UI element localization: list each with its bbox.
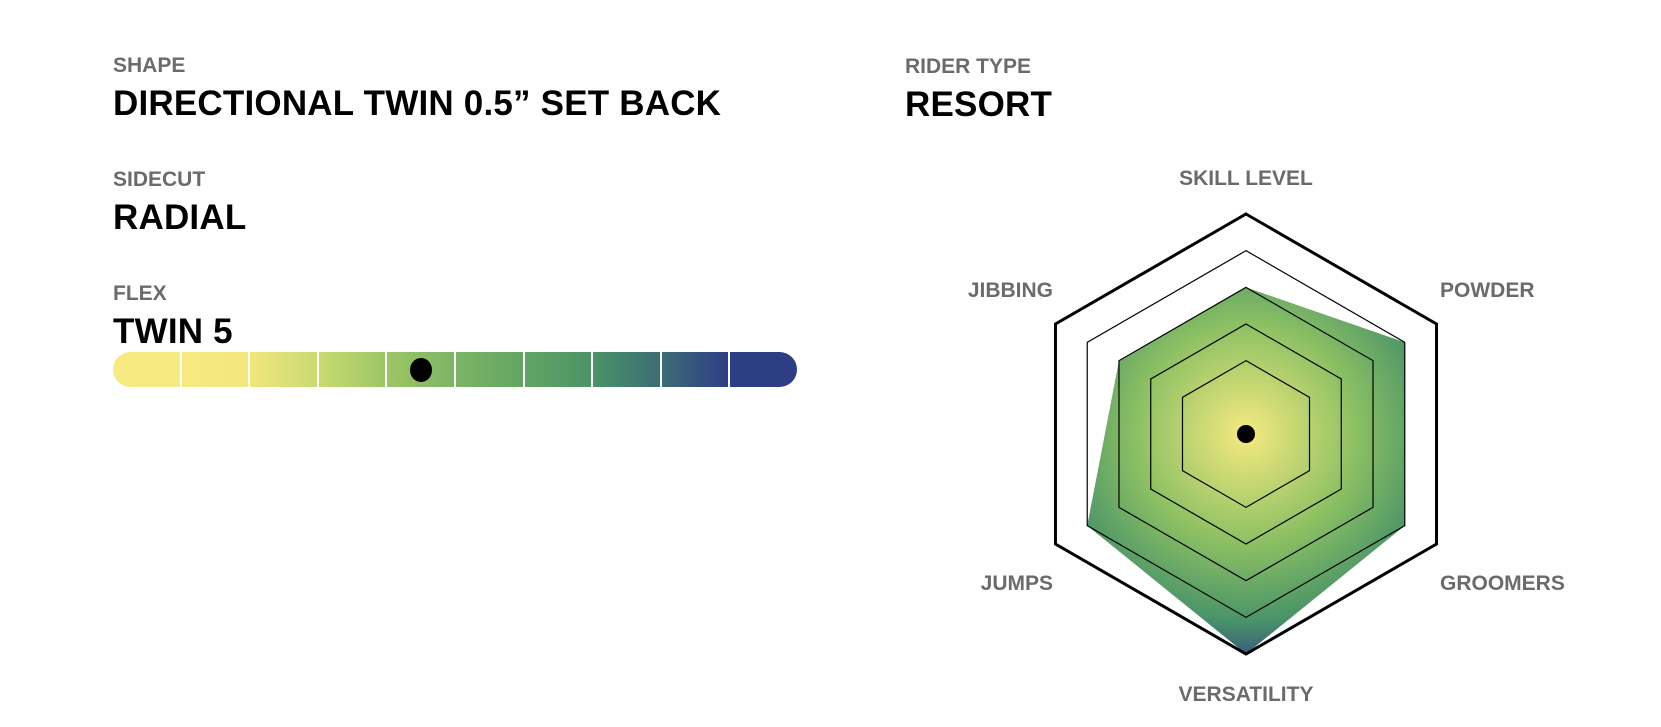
flex-scale-bar <box>113 352 797 387</box>
flex-segment <box>453 352 523 387</box>
radar-grid-ring <box>1053 212 1439 656</box>
flex-segment <box>248 352 317 387</box>
rider-type-label: RIDER TYPE <box>905 55 1032 78</box>
radar-center-dot <box>1237 425 1255 443</box>
flex-segment <box>728 352 797 387</box>
flex-segment <box>591 352 660 387</box>
axis-label-skill-level: SKILL LEVEL <box>1179 167 1313 190</box>
radar-grid-ring <box>1118 286 1374 582</box>
flex-label: FLEX <box>113 282 167 305</box>
flex-segment <box>659 352 729 387</box>
sidecut-label: SIDECUT <box>113 168 206 191</box>
rider-type-value: RESORT <box>905 85 1053 124</box>
axis-label-groomers: GROOMERS <box>1440 572 1565 595</box>
radar-data-area <box>1087 287 1405 654</box>
rider-type-spec: RIDER TYPE RESORT <box>905 56 1052 122</box>
shape-label: SHAPE <box>113 54 186 77</box>
radar-grid-ring <box>1086 249 1406 619</box>
flex-value: TWIN 5 <box>113 312 233 351</box>
flex-segment <box>316 352 386 387</box>
flex-segment <box>179 352 249 387</box>
radar-grid-ring <box>1181 359 1311 509</box>
shape-value: DIRECTIONAL TWIN 0.5” SET BACK <box>113 84 722 123</box>
flex-segment <box>385 352 454 387</box>
axis-label-jumps: JUMPS <box>981 572 1053 595</box>
sidecut-value: RADIAL <box>113 198 247 237</box>
flex-level-marker <box>409 357 432 382</box>
axis-label-jibbing: JIBBING <box>968 279 1053 302</box>
radar-grid-ring <box>1150 323 1342 545</box>
sidecut-spec: SIDECUT RADIAL <box>113 169 246 235</box>
flex-segment <box>522 352 592 387</box>
flex-spec: FLEX TWIN 5 <box>113 283 233 349</box>
axis-label-versatility: VERSATILITY <box>1179 683 1314 706</box>
shape-spec: SHAPE DIRECTIONAL TWIN 0.5” SET BACK <box>113 55 721 121</box>
axis-label-powder: POWDER <box>1440 279 1535 302</box>
flex-segment <box>113 352 180 387</box>
